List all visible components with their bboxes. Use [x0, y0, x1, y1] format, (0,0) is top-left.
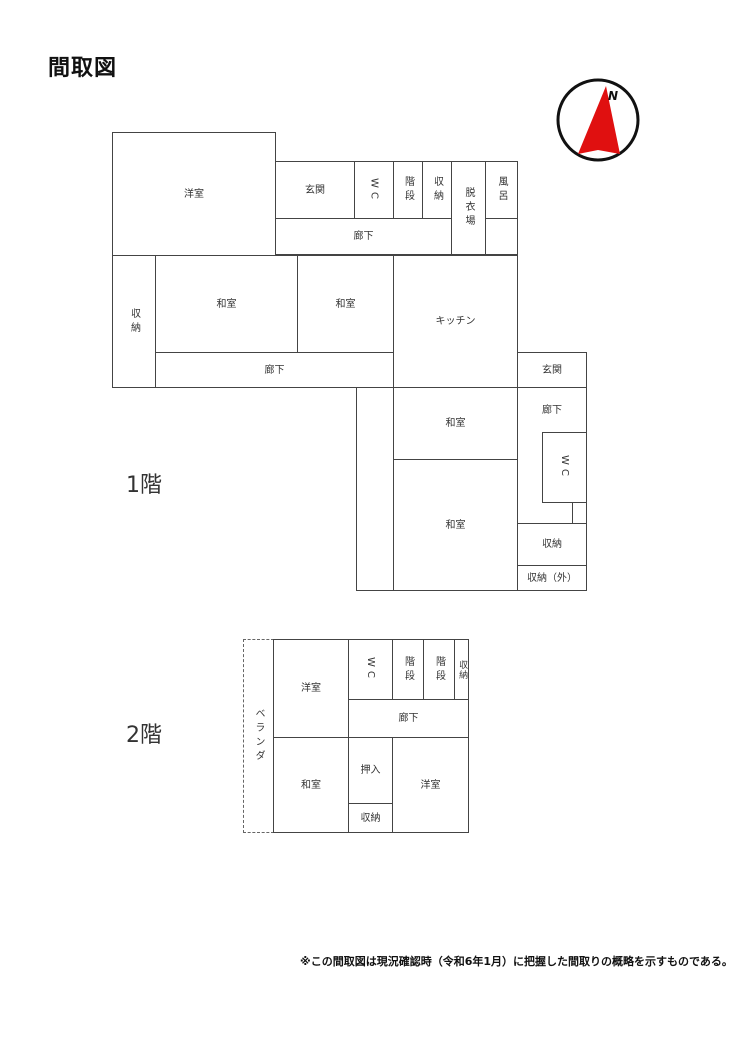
f1-furo-lower: [485, 218, 518, 255]
f1-shuunou-2: 収納: [517, 523, 587, 566]
f1-kitchen: キッチン: [393, 255, 518, 388]
f1-rouka-bottom: 廊下: [155, 352, 394, 388]
f2-kaidan-1: 階段: [392, 639, 424, 700]
f2-rouka: 廊下: [348, 699, 469, 738]
f2-wc: WC: [348, 639, 393, 700]
f1-washitsu-1: 和室: [155, 255, 298, 353]
f1-genkan-2: 玄関: [517, 352, 587, 388]
f1-small-cell: [572, 502, 587, 524]
f2-veranda: ベランダ: [243, 639, 274, 833]
f2-shuunou-2: 収納: [348, 803, 393, 833]
f2-kaidan-2: 階段: [423, 639, 455, 700]
page-title: 間取図: [48, 56, 118, 81]
f1-shuunou-outside: 収納（外）: [517, 565, 587, 591]
f2-shuunou: 収納: [454, 639, 469, 700]
f1-rouka-top: 廊下: [275, 218, 452, 255]
compass-label: N: [608, 89, 618, 103]
f1-washitsu-2: 和室: [297, 255, 394, 353]
f1-youshitsu: 洋室: [112, 132, 276, 256]
f1-wc-2: WC: [542, 432, 587, 503]
f1-washitsu-3: 和室: [393, 387, 518, 460]
north-compass-icon: N: [556, 78, 640, 162]
f1-shuunou-left: 収納: [112, 255, 156, 388]
f1-genkan: 玄関: [275, 161, 355, 219]
f2-oshiire: 押入: [348, 737, 393, 804]
f1-shuunou: 収納: [422, 161, 452, 219]
f1-wc: WC: [354, 161, 394, 219]
f2-youshitsu-1: 洋室: [273, 639, 349, 738]
floor2-label: 2階: [126, 723, 162, 748]
f2-washitsu: 和室: [273, 737, 349, 833]
f1-washitsu-4: 和室: [393, 459, 518, 591]
f1-kaidan: 階段: [393, 161, 423, 219]
f1-rouka-vertical: [356, 387, 394, 591]
f2-youshitsu-2: 洋室: [392, 737, 469, 833]
f1-datsuijo: 脱衣場: [451, 161, 486, 255]
f1-furo: 風呂: [485, 161, 518, 219]
floor1-label: 1階: [126, 473, 162, 498]
footnote: ※この間取図は現況確認時（令和6年1月）に把握した間取りの概略を示すものである。: [300, 955, 733, 968]
